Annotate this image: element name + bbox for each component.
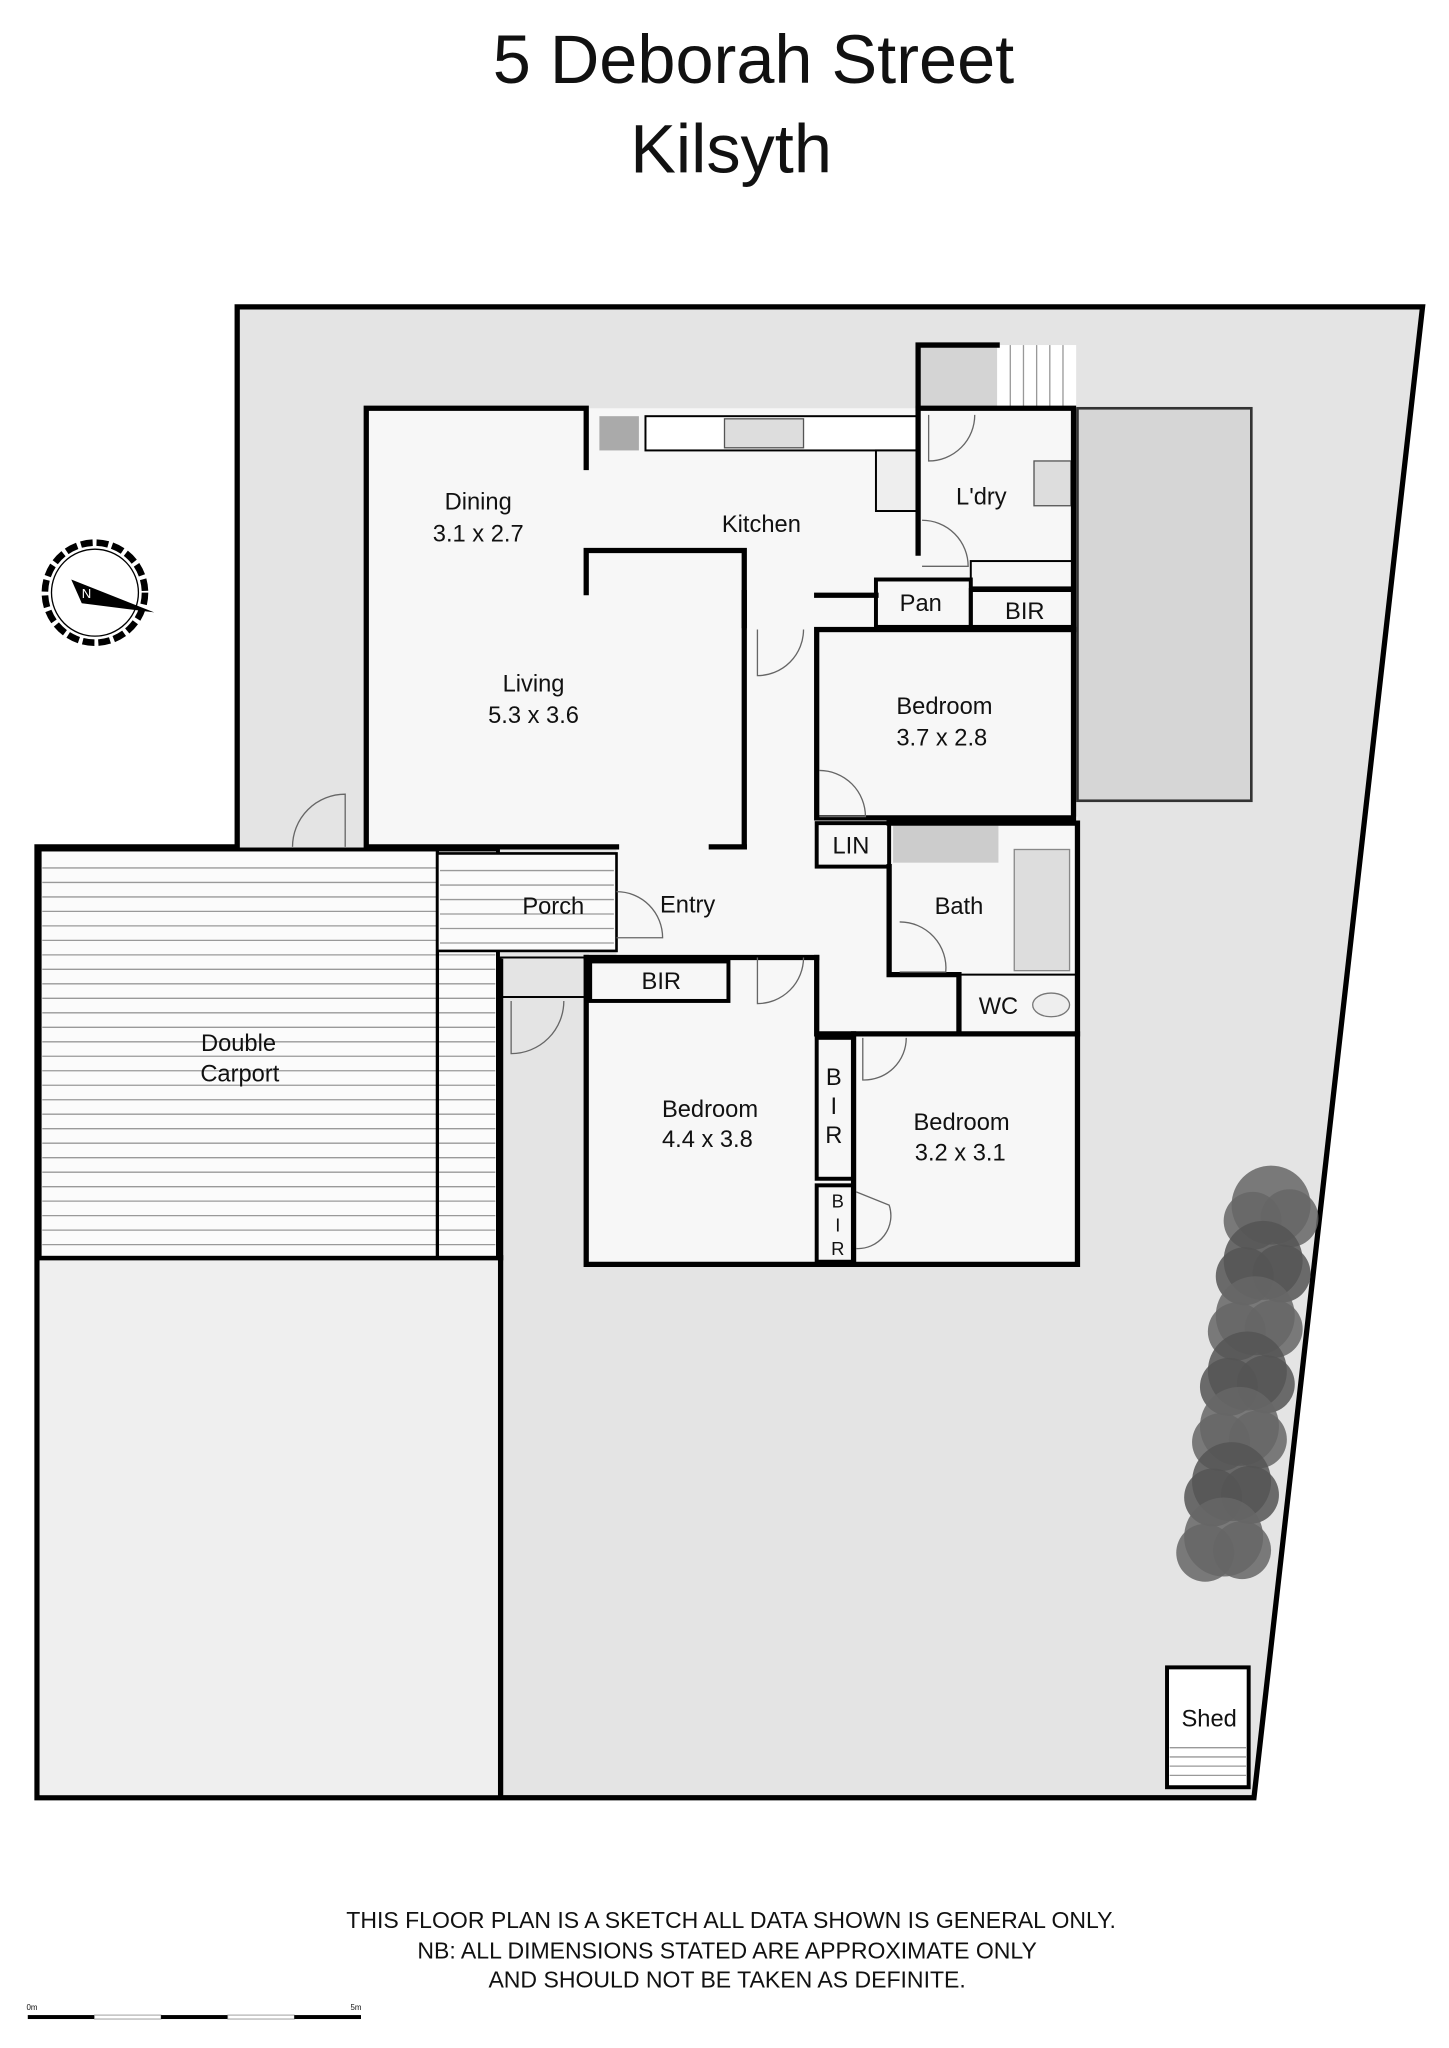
bedroom3-dims: 3.2 x 3.1 <box>915 1140 1006 1166</box>
carport-label-2: Carport <box>200 1061 279 1087</box>
bir-small-i: I <box>835 1214 840 1235</box>
svg-text:N: N <box>82 586 92 601</box>
shed-label: Shed <box>1182 1707 1237 1733</box>
wc-label: WC <box>979 994 1018 1020</box>
dining-label: Dining <box>445 490 512 516</box>
bir-vertical-r: R <box>825 1123 842 1149</box>
fridge-icon <box>599 416 639 451</box>
front-yard <box>39 1257 501 1796</box>
bir-vertical-i: I <box>831 1094 838 1120</box>
bir-top-label: BIR <box>1005 599 1044 625</box>
bedroom2-dims: 4.4 x 3.8 <box>662 1127 753 1153</box>
door-swings <box>291 414 976 1250</box>
bath-label: Bath <box>935 894 984 920</box>
pantry-label: Pan <box>900 591 942 617</box>
bir-small-r: R <box>831 1238 844 1259</box>
scale-end-label: 5m <box>350 2003 361 2012</box>
bedroom3-label: Bedroom <box>914 1110 1010 1136</box>
bathtub-icon <box>1013 848 1071 972</box>
vanity-basins-icon <box>893 825 999 863</box>
disclaimer-line-1: THIS FLOOR PLAN IS A SKETCH ALL DATA SHO… <box>346 1907 1116 1933</box>
living-dims: 5.3 x 3.6 <box>488 703 579 729</box>
scale-bar: 0m 5m <box>26 2003 362 2020</box>
scale-start-label: 0m <box>26 2003 37 2012</box>
tree-icon <box>1213 1521 1272 1580</box>
patio <box>1076 406 1253 803</box>
dining-dims: 3.1 x 2.7 <box>433 521 524 547</box>
cooktop-icon <box>874 449 920 512</box>
disclaimer-line-2: NB: ALL DIMENSIONS STATED ARE APPROXIMAT… <box>417 1937 1036 1963</box>
bedroom1-dims: 3.7 x 2.8 <box>896 725 987 751</box>
living-label: Living <box>503 671 565 697</box>
address-line-1: 5 Deborah Street <box>493 21 1014 98</box>
entry-label: Entry <box>660 893 715 919</box>
address-line-2: Kilsyth <box>630 111 832 188</box>
laundry-label: L'dry <box>956 484 1007 510</box>
linen-label: LIN <box>832 833 869 859</box>
bir-mid-label: BIR <box>642 969 682 995</box>
north-arrow-compass-icon: N <box>41 539 155 647</box>
bir-vertical-b: B <box>826 1065 842 1091</box>
shed <box>1165 1665 1251 1790</box>
disclaimer-line-3: AND SHOULD NOT BE TAKEN AS DEFINITE. <box>488 1966 965 1992</box>
bedroom1-label: Bedroom <box>896 694 992 720</box>
carport <box>37 847 500 1260</box>
bedroom2-label: Bedroom <box>662 1097 758 1123</box>
toilet-icon <box>1032 992 1071 1018</box>
sink-icon <box>723 418 805 449</box>
kitchen-label: Kitchen <box>722 512 801 538</box>
room-labels: Dining 3.1 x 2.7 Kitchen L'dry Pan BIR B… <box>200 484 1237 1732</box>
walls <box>363 342 1081 1267</box>
porch-label: Porch <box>522 894 584 920</box>
porch-area <box>436 852 618 953</box>
laundry-tub-icon <box>1033 460 1072 507</box>
bir-small-b: B <box>832 1191 844 1212</box>
house-footprint <box>366 408 1078 1265</box>
carport-label-1: Double <box>201 1031 276 1057</box>
hedge-trees-icon <box>1176 1165 1319 1582</box>
